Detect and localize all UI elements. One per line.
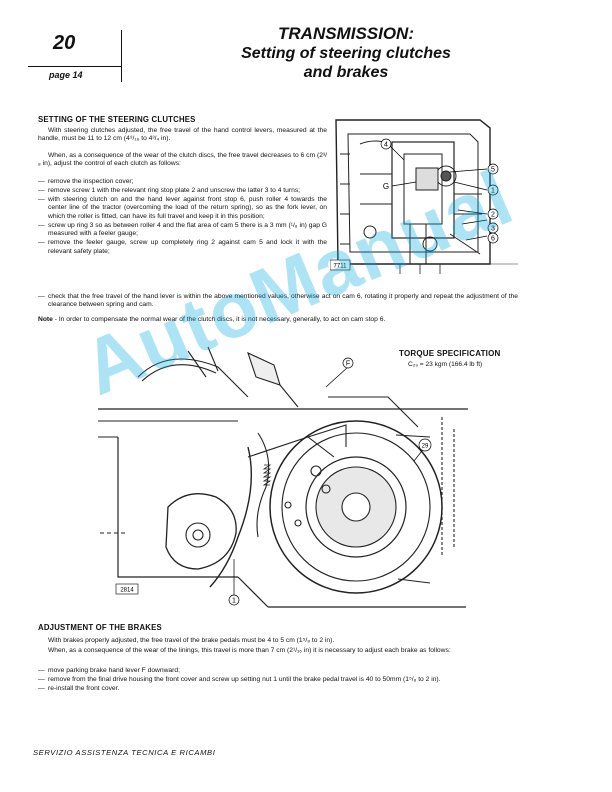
torque-heading: TORQUE SPECIFICATION xyxy=(399,349,501,358)
steering-heading: SETTING OF THE STEERING CLUTCHES xyxy=(38,115,196,124)
brakes-para-1-text: With brakes properly adjusted, the free … xyxy=(48,637,335,644)
torque-value: C₂₉ = 23 kgm (166.4 lb ft) xyxy=(408,361,483,368)
page-label: page 14 xyxy=(49,70,83,80)
figure-linework xyxy=(332,119,518,274)
list-item: move parking brake hand lever F downward… xyxy=(38,667,518,676)
figure-ref-number: 2814 xyxy=(120,588,134,594)
figure-linework xyxy=(98,346,468,608)
steering-para-2: When, as a consequence of the wear of th… xyxy=(38,152,327,169)
figure-ref-number: 7711 xyxy=(334,264,348,270)
brakes-para-2: When, as a consequence of the wear of th… xyxy=(38,647,518,655)
callout-circle xyxy=(342,357,354,369)
callout-labels: F 1 29 xyxy=(228,357,432,606)
header-divider-horizontal xyxy=(28,66,121,67)
brakes-steps: move parking brake hand lever F downward… xyxy=(38,667,518,694)
callout-circle xyxy=(418,438,432,452)
callout-circle xyxy=(487,163,499,175)
callout-1: 1 xyxy=(491,188,495,195)
list-item: remove the inspection cover; xyxy=(38,178,327,187)
callout-4: 4 xyxy=(384,142,388,149)
callout-3: 3 xyxy=(491,226,495,233)
callout-leaders xyxy=(389,145,488,241)
callout-29: 29 xyxy=(422,444,429,450)
steering-steps-continued: check that the free travel of the hand l… xyxy=(38,293,518,310)
brakes-heading: ADJUSTMENT OF THE BRAKES xyxy=(38,623,162,632)
steering-note: Note - In order to compensate the normal… xyxy=(38,316,518,324)
callout-labels: 4 G 5 1 2 3 6 xyxy=(380,138,499,244)
figure-ref-box xyxy=(115,583,139,595)
callout-circle xyxy=(487,232,499,244)
callout-g: G xyxy=(383,182,389,191)
callout-circle xyxy=(380,138,392,150)
header-divider-vertical xyxy=(121,30,122,82)
brakes-para-1: With brakes properly adjusted, the free … xyxy=(38,637,518,645)
list-item: remove screw 1 with the relevant ring st… xyxy=(38,187,327,196)
page-subtitle: Setting of steering clutches and brakes xyxy=(160,44,532,82)
subtitle-line-1: Setting of steering clutches xyxy=(241,45,451,62)
steering-para-1-text: With steering clutches adjusted, the fre… xyxy=(38,127,327,143)
list-item: remove from the final drive housing the … xyxy=(38,676,518,685)
steering-para-1: With steering clutches adjusted, the fre… xyxy=(38,127,327,144)
brake-assembly-figure: F 1 29 2814 xyxy=(98,346,468,608)
list-item: remove the feeler gauge, screw up comple… xyxy=(38,239,327,256)
callout-circle xyxy=(487,208,499,220)
page-title: TRANSMISSION: xyxy=(278,24,414,43)
subtitle-line-2: and brakes xyxy=(303,64,389,81)
list-item: re-install the front cover. xyxy=(38,685,518,694)
list-item: check that the free travel of the hand l… xyxy=(38,293,518,310)
list-item: screw up ring 3 so as between roller 4 a… xyxy=(38,222,327,239)
callout-5: 5 xyxy=(491,167,495,174)
steering-para-2-text: When, as a consequence of the wear of th… xyxy=(38,152,327,168)
steering-steps: remove the inspection cover; remove scre… xyxy=(38,178,327,257)
callout-1: 1 xyxy=(232,598,236,605)
callout-2: 2 xyxy=(491,212,495,219)
callout-6: 6 xyxy=(491,236,495,243)
callout-circle xyxy=(228,594,240,606)
list-item: with steering clutch on and the hand lev… xyxy=(38,196,327,221)
section-number: 20 xyxy=(53,32,76,54)
callout-circle xyxy=(487,184,499,196)
brakes-para-2-text: When, as a consequence of the wear of th… xyxy=(48,647,451,654)
note-label: Note xyxy=(38,316,53,323)
figure-ref-box xyxy=(330,259,351,271)
clutch-adjustment-figure: 4 G 5 1 2 3 6 7711 xyxy=(330,114,522,278)
footer-text: SERVIZIO ASSISTENZA TECNICA E RICAMBI xyxy=(33,748,216,757)
note-text: - In order to compensate the normal wear… xyxy=(52,316,386,323)
callout-f: F xyxy=(346,361,350,368)
